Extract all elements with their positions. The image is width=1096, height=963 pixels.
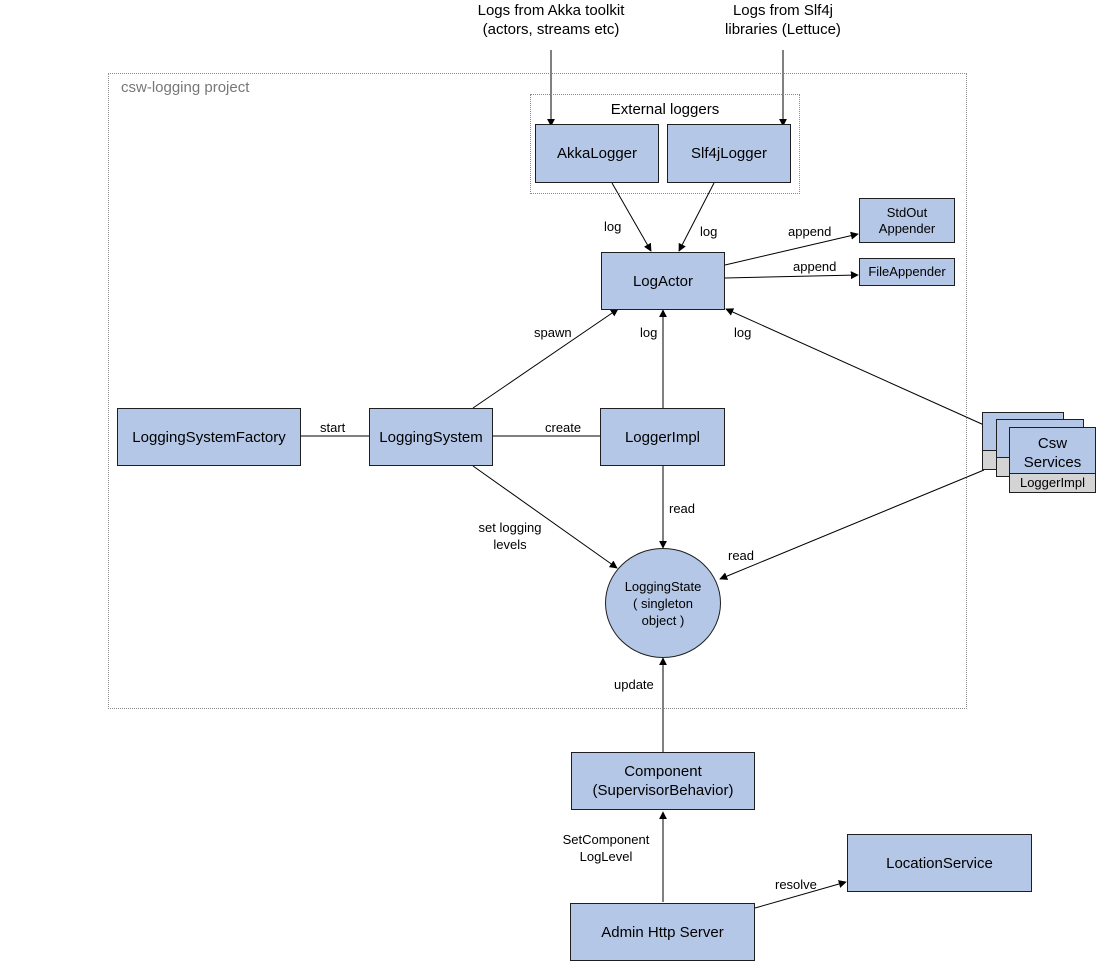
slf4j-source-label: Logs from Slf4j libraries (Lettuce): [725, 2, 841, 38]
admin-http-server-node: Admin Http Server: [570, 903, 755, 961]
external-loggers-group: [530, 94, 800, 194]
akka-logger-node: AkkaLogger: [535, 124, 659, 183]
edge-akka-log: [611, 182, 652, 252]
edge-label-csw-log: log: [734, 325, 752, 340]
file-appender-node: FileAppender: [859, 258, 955, 286]
edge-label-set-component-level: SetComponent LogLevel: [562, 832, 650, 864]
edge-set-levels: [472, 465, 618, 569]
edge-append-stdout: [724, 231, 859, 266]
stdout-appender-node: StdOut Appender: [859, 198, 955, 243]
project-boundary: [108, 73, 967, 709]
edge-csw-log: [725, 308, 985, 426]
edge-label-create: create: [545, 420, 582, 435]
edge-label-start: start: [320, 420, 346, 435]
csw-services-label: Csw Services: [1023, 435, 1082, 471]
edge-label-logger-log: log: [640, 325, 658, 340]
logging-system-node: LoggingSystem: [369, 408, 493, 466]
edge-label-update: update: [614, 677, 654, 692]
edge-csw-read: [719, 469, 985, 580]
component-node: Component (SupervisorBehavior): [571, 752, 755, 810]
edge-label-append-stdout: append: [788, 224, 832, 239]
edge-spawn: [472, 308, 619, 409]
edge-label-akka-log: log: [604, 219, 622, 234]
edge-label-logger-read: read: [669, 501, 696, 516]
edge-label-csw-read: read: [728, 548, 755, 563]
edge-label-resolve: resolve: [775, 877, 817, 892]
edge-append-file: [724, 271, 859, 280]
edge-label-append-file: append: [793, 259, 837, 274]
external-loggers-title: External loggers: [610, 101, 720, 118]
csw-services-logger-impl: LoggerImpl: [1009, 473, 1096, 493]
project-title: csw-logging project: [121, 79, 250, 96]
logger-impl-node: LoggerImpl: [600, 408, 725, 466]
logging-state-node: LoggingState ( singleton object ): [605, 548, 721, 658]
location-service-node: LocationService: [847, 834, 1032, 892]
edge-label-set-levels: set logging levels: [478, 520, 542, 552]
edge-label-spawn: spawn: [534, 325, 572, 340]
edge-label-slf4j-log: log: [700, 224, 718, 239]
log-actor-node: LogActor: [601, 252, 725, 310]
edge-slf4j-log: [678, 182, 715, 252]
akka-source-label: Logs from Akka toolkit (actors, streams …: [477, 2, 625, 38]
logging-system-factory-node: LoggingSystemFactory: [117, 408, 301, 466]
slf4j-logger-node: Slf4jLogger: [667, 124, 791, 183]
edge-resolve: [754, 880, 847, 909]
